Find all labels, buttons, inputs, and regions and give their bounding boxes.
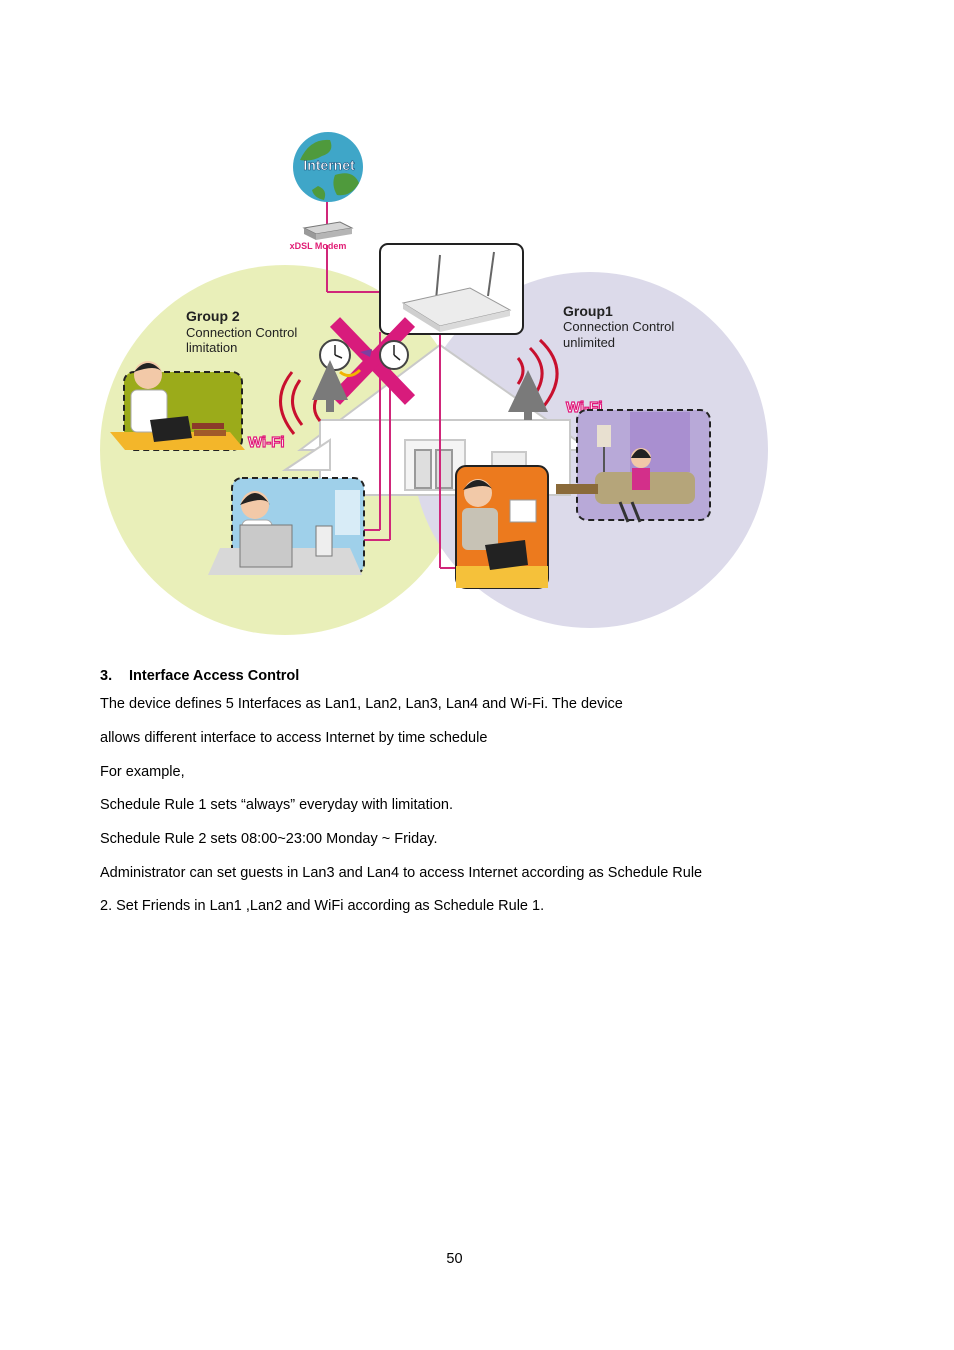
modem-label: xDSL Modem bbox=[290, 241, 347, 251]
router-icon bbox=[379, 243, 524, 335]
person-student-illustration bbox=[110, 361, 245, 451]
group1-line1: Connection Control bbox=[563, 319, 674, 334]
group1-line2: unlimited bbox=[563, 335, 615, 350]
page-number: 50 bbox=[446, 1251, 463, 1267]
body-paragraph-line: Administrator can set guests in Lan3 and… bbox=[100, 865, 703, 881]
group2-line1: Connection Control bbox=[186, 325, 297, 340]
body-paragraph-line: The device defines 5 Interfaces as Lan1,… bbox=[100, 696, 623, 712]
tree-icon bbox=[312, 360, 548, 420]
wifi-label-left: Wi-Fi bbox=[248, 434, 285, 451]
body-paragraph-line: allows different interface to access Int… bbox=[100, 730, 488, 746]
internet-label: Internet bbox=[303, 157, 355, 173]
group2-line2: limitation bbox=[186, 340, 237, 355]
group2-title: Group 2 bbox=[186, 308, 240, 324]
section-title: Interface Access Control bbox=[129, 668, 300, 684]
section-heading: 3. Interface Access Control bbox=[100, 668, 299, 684]
person-laptop-illustration bbox=[455, 465, 549, 589]
network-diagram: Internet xDSL Modem Group 2 Connection C… bbox=[100, 132, 768, 635]
body-paragraph-line: Schedule Rule 2 sets 08:00~23:00 Monday … bbox=[100, 831, 438, 847]
body-paragraph-line: For example, bbox=[100, 764, 185, 780]
clock-icon bbox=[319, 339, 409, 377]
internet-globe-icon bbox=[293, 132, 363, 202]
person-sofa-illustration bbox=[556, 409, 711, 523]
body-paragraph-line: 2. Set Friends in Lan1 ,Lan2 and WiFi ac… bbox=[100, 898, 545, 914]
blocked-cross-icon bbox=[329, 317, 416, 405]
body-paragraph-line: Schedule Rule 1 sets “always” everyday w… bbox=[100, 797, 453, 813]
person-desktop-illustration bbox=[208, 477, 365, 575]
modem-icon bbox=[302, 221, 354, 240]
section-number: 3. bbox=[100, 668, 113, 684]
group1-title: Group1 bbox=[563, 303, 613, 319]
